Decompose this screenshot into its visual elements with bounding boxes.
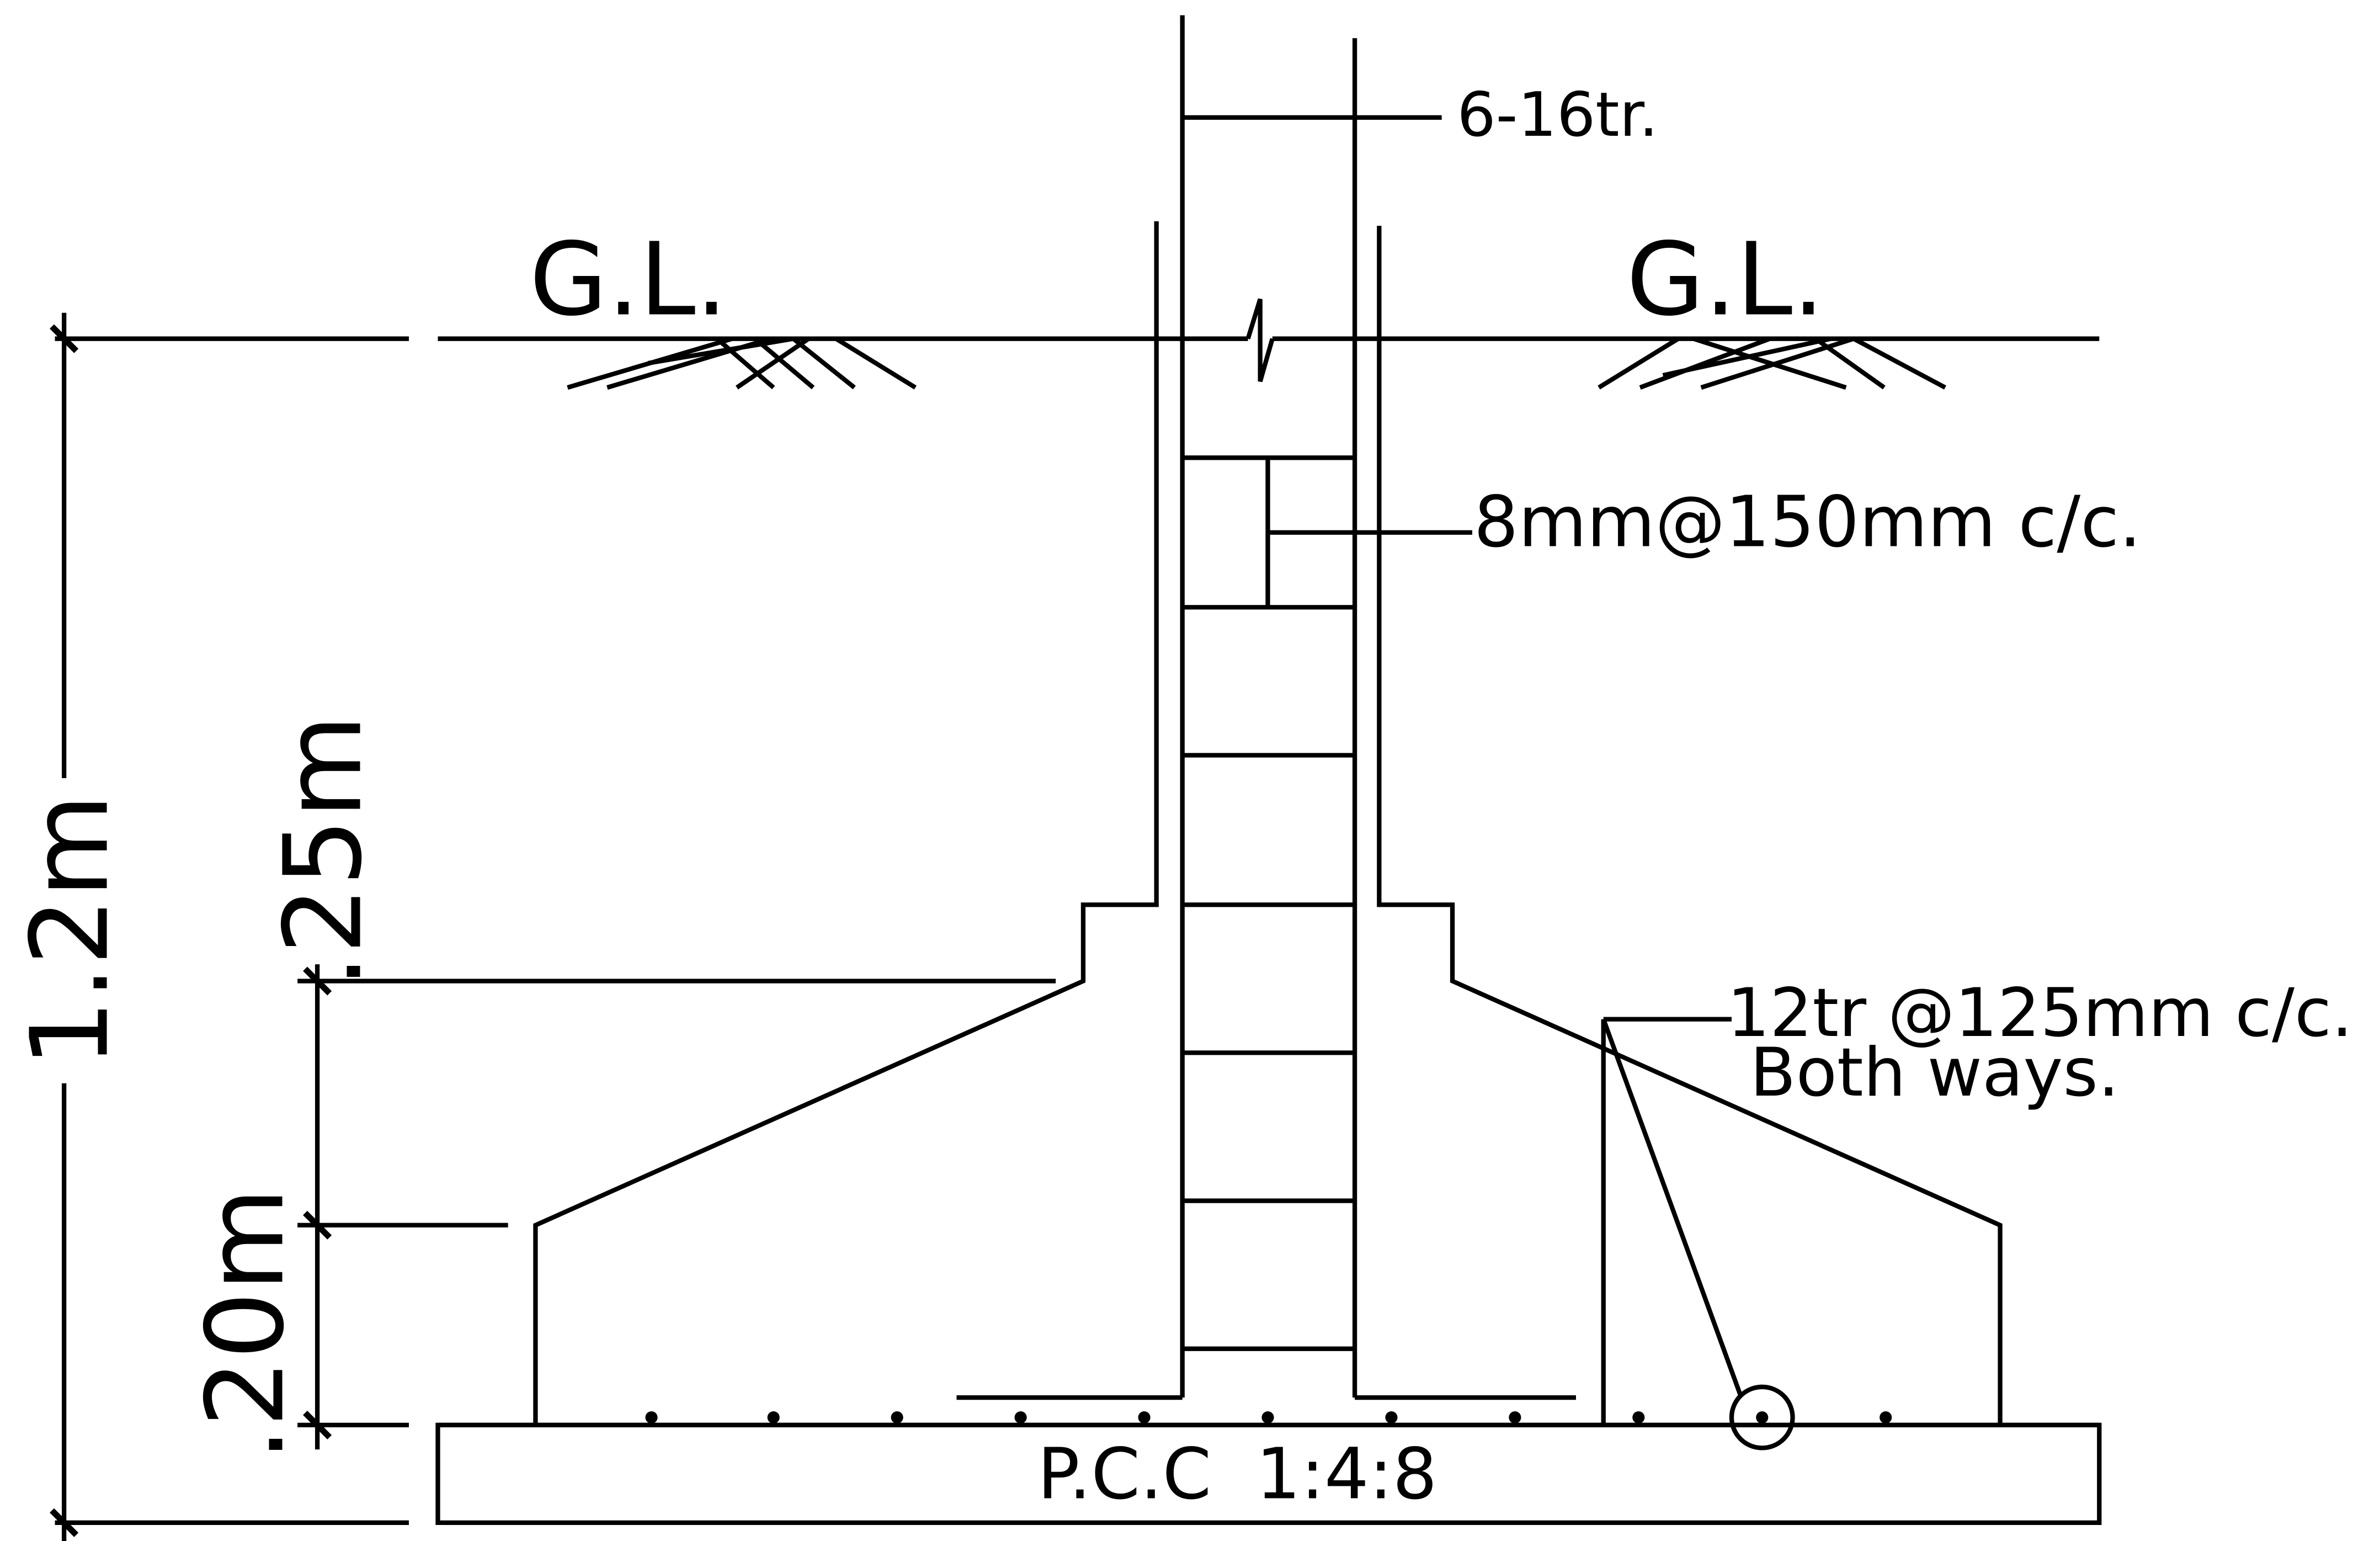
total-depth-label: 1.2m: [8, 794, 132, 1067]
base-reinforcement-bars: [645, 1411, 1892, 1424]
ground-level-label-right: G.L.: [1626, 221, 1824, 338]
ground-hatch-right: [1598, 336, 1946, 390]
base-bars-label-line2: Both ways.: [1750, 1033, 2119, 1112]
edge-thickness-label: .20m: [183, 1187, 307, 1461]
footing-outline: [438, 221, 2100, 1428]
base-bars-leader: [1601, 1017, 1795, 1450]
ties-label: 8mm@150mm c/c.: [1474, 481, 2142, 563]
ground-level-line: [55, 298, 2100, 382]
dimension-slope-and-edge: [297, 964, 1056, 1450]
main-bars-label: 6-16tr.: [1457, 79, 1658, 151]
pcc-bed: [435, 1422, 2102, 1525]
column-ties: [1182, 455, 1355, 1351]
base-bars-label: 12tr @125mm c/c.: [1727, 974, 2353, 1052]
column-outline: [956, 15, 1576, 1400]
slope-height-label: .25m: [260, 714, 385, 988]
ground-level-label-left: G.L.: [529, 221, 727, 338]
pcc-label: P.C.C 1:4:8: [1037, 1433, 1437, 1515]
ground-hatch-left: [567, 336, 917, 390]
